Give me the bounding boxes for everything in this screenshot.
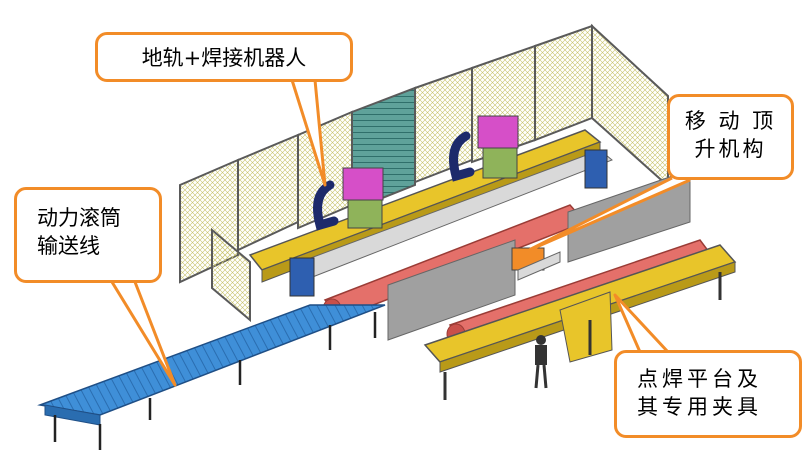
callout-moving-lift-line2: 升机构	[694, 137, 767, 161]
rail-end-stands	[289, 149, 608, 297]
callout-roller-conveyor-line2: 输送线	[37, 234, 100, 258]
callout-moving-lift-line1: 移 动 顶	[684, 109, 777, 133]
powered-roller-conveyor	[37, 304, 386, 450]
spot-weld-platform	[423, 244, 737, 400]
callout-roller-conveyor-line1: 动力滚筒	[37, 206, 121, 230]
callout-ground-rail-robot-text: 地轨+焊接机器人	[141, 46, 307, 70]
callout-moving-lift: 移 动 顶 升机构	[667, 94, 794, 180]
welding-robot-right	[449, 115, 519, 182]
callout-ground-rail-robot: 地轨+焊接机器人	[95, 32, 353, 82]
callout-pointers	[110, 79, 691, 387]
worker-figure	[534, 335, 548, 389]
welding-robot-left	[313, 167, 384, 231]
callout-spot-weld-platform: 点焊平台及 其专用夹具	[614, 350, 802, 438]
callout-spot-weld-line1: 点焊平台及	[637, 367, 762, 391]
callout-roller-conveyor: 动力滚筒 输送线	[14, 187, 162, 283]
moving-lift-mechanism	[511, 247, 561, 281]
callout-spot-weld-line2: 其专用夹具	[637, 395, 762, 419]
